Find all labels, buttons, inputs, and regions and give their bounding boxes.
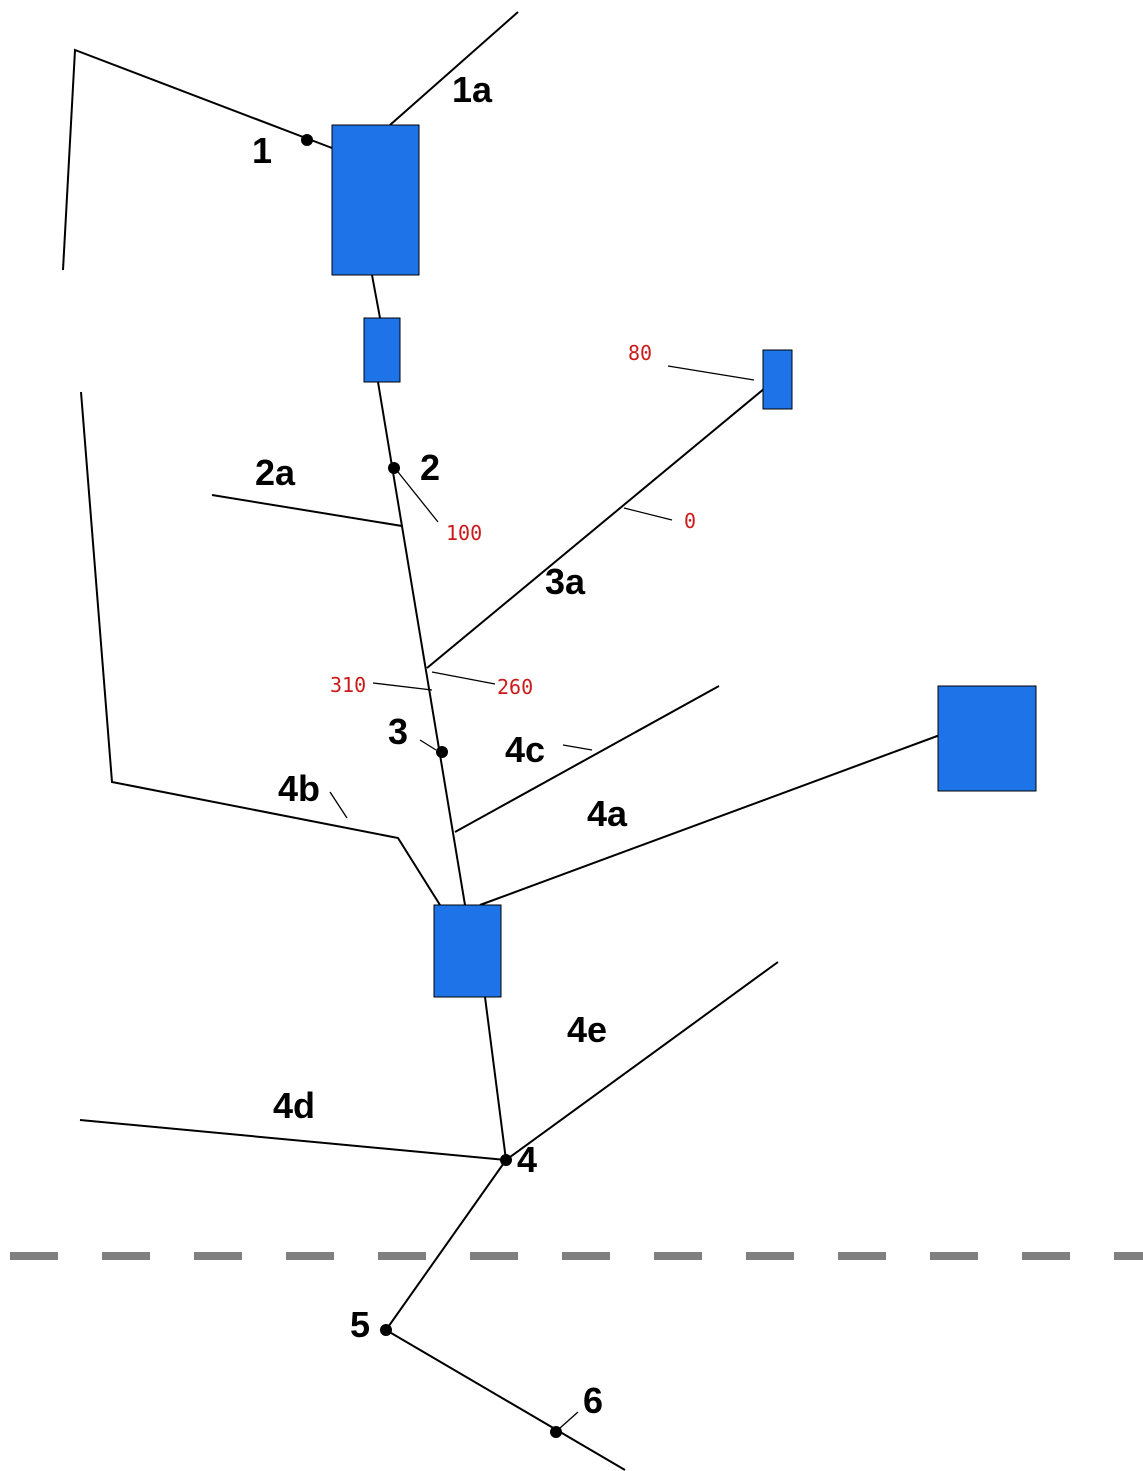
label-branch-4a: 4a — [587, 793, 628, 834]
tank-box-3a — [762, 349, 793, 410]
node-3-dot — [436, 746, 448, 758]
node-2-dot — [388, 462, 400, 474]
label-branch-4b: 4b — [278, 768, 320, 809]
label-branch-4e: 4e — [567, 1009, 607, 1050]
node-5-dot — [380, 1324, 392, 1336]
label-branch-4c: 4c — [505, 729, 545, 770]
label-node-5: 5 — [350, 1304, 370, 1345]
branch-2a-line — [211, 494, 403, 527]
distance-100: 100 — [446, 521, 482, 545]
leader-4c — [562, 744, 593, 751]
leader-6 — [559, 1411, 579, 1429]
leader-3 — [419, 739, 437, 751]
label-branch-3a: 3a — [545, 561, 586, 602]
trunk-box3-to-node4 — [484, 996, 507, 1161]
node-4-dot — [500, 1154, 512, 1166]
leader-4b — [329, 791, 348, 819]
branch-3a-line — [426, 387, 766, 669]
outer-loop-line-lower — [80, 391, 441, 906]
label-node-6: 6 — [583, 1380, 603, 1421]
distance-310: 310 — [330, 673, 366, 697]
branch-4d-line — [79, 1119, 507, 1161]
leader-310 — [372, 682, 433, 691]
distance-260: 260 — [497, 675, 533, 699]
leader-0 — [623, 507, 673, 521]
trunk-node5-to-node6 — [385, 1329, 626, 1471]
leader-260 — [431, 671, 496, 685]
node-1-dot — [301, 134, 313, 146]
tank-box-2 — [363, 317, 401, 383]
tank-box-1 — [331, 124, 420, 276]
distance-80: 80 — [628, 341, 652, 365]
outer-loop-line-upper — [62, 48, 333, 271]
branch-1a-line — [389, 11, 519, 126]
label-branch-2a: 2a — [255, 452, 296, 493]
branch-4e-line — [505, 961, 779, 1161]
label-branch-1a: 1a — [452, 69, 493, 110]
branch-4a-line — [479, 734, 941, 906]
trunk-node4-to-node5 — [385, 1159, 507, 1331]
tank-box-3 — [433, 904, 502, 998]
distance-0: 0 — [684, 509, 696, 533]
label-node-2: 2 — [420, 447, 440, 488]
leader-80 — [667, 365, 755, 381]
branch-4c-line — [454, 685, 720, 833]
label-node-3: 3 — [388, 711, 408, 752]
leader-100 — [397, 471, 439, 523]
trunk-box1-to-box2 — [371, 274, 381, 319]
label-branch-4d: 4d — [273, 1085, 315, 1126]
label-node-4: 4 — [517, 1139, 537, 1180]
node-6-dot — [550, 1426, 562, 1438]
tank-box-4a — [937, 685, 1037, 792]
label-node-1: 1 — [252, 130, 272, 171]
